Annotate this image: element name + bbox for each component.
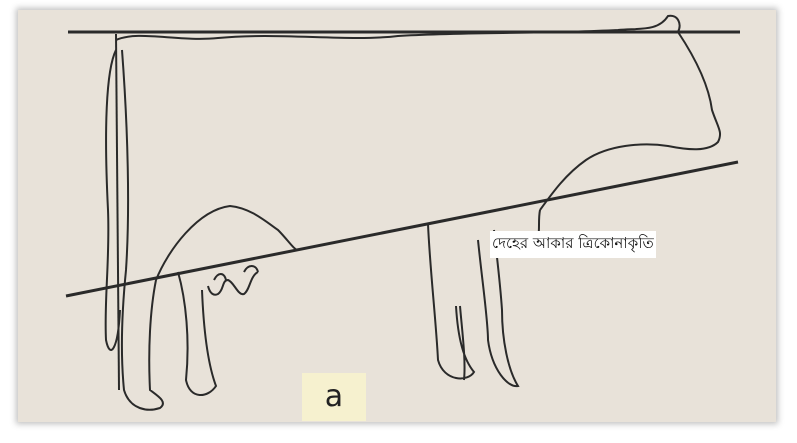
cow-outline — [106, 16, 720, 410]
udder-outline — [214, 266, 258, 280]
cow-diagram-photo: দেহের আকার ত্রিকোনাকৃতি a — [18, 10, 776, 422]
figure-caption: দেহের আকার ত্রিকোনাকৃতি — [490, 231, 656, 258]
figure-label-box: a — [302, 373, 366, 421]
diagonal-body-line — [66, 162, 738, 296]
cow-outline-drawing — [18, 10, 776, 422]
figure-label: a — [302, 373, 366, 421]
